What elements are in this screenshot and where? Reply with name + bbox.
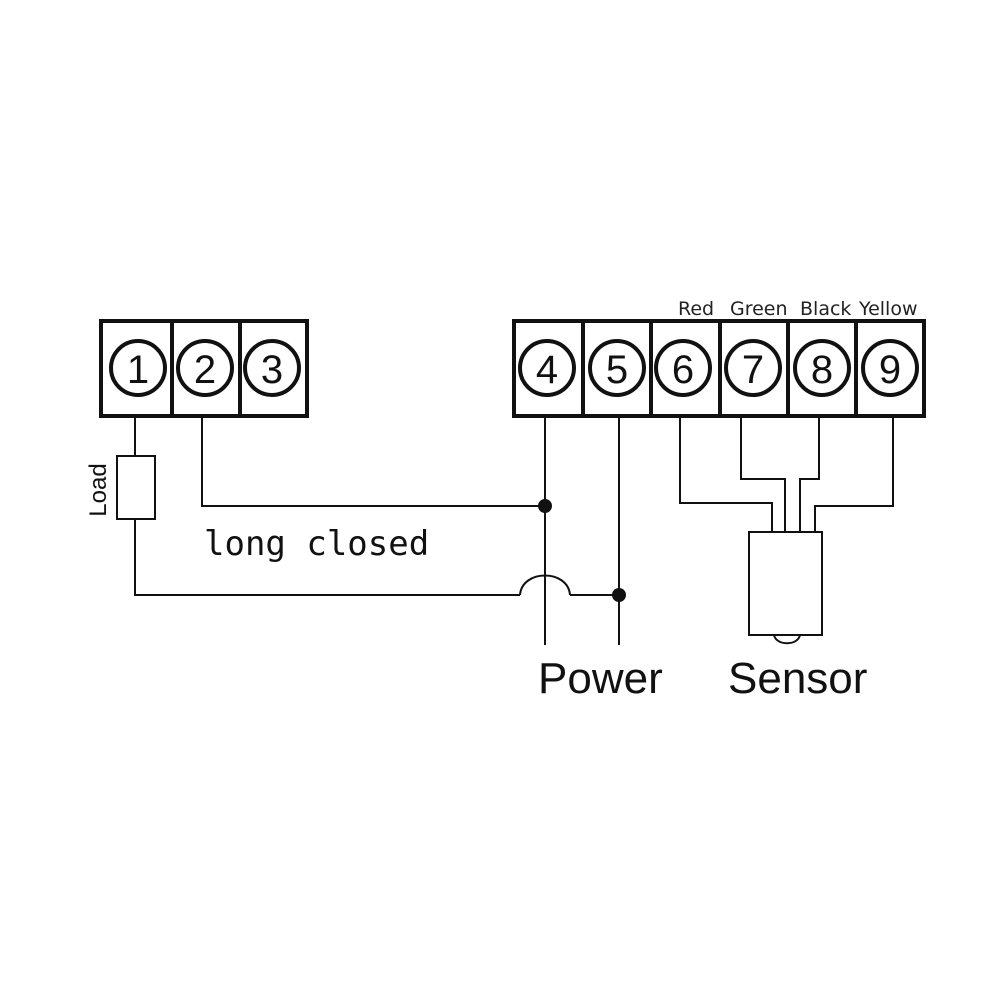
terminal-9: 9 — [861, 339, 919, 397]
sensor-wire-green — [740, 416, 786, 532]
terminal-9-label: 9 — [879, 348, 901, 392]
sensor-component — [748, 531, 823, 645]
wire-color-yellow: Yellow — [858, 298, 918, 320]
terminal-7-label: 7 — [742, 348, 764, 392]
terminal-6-label: 6 — [672, 348, 694, 392]
wire-load-to-bus — [134, 519, 520, 596]
junction-dot-lower — [612, 588, 626, 602]
power-label: Power — [538, 654, 663, 703]
junction-dot-upper — [538, 499, 552, 513]
load-label: Load — [85, 463, 112, 516]
wires — [134, 416, 894, 645]
terminal-2-label: 2 — [194, 348, 216, 392]
wire-terminal-2-to-terminal-4-line — [201, 416, 545, 507]
terminal-3-label: 3 — [261, 348, 283, 392]
sensor-wire-black — [799, 416, 820, 532]
terminal-4: 4 — [518, 339, 576, 397]
terminal-3: 3 — [243, 339, 301, 397]
contact-label: long closed — [204, 524, 429, 564]
terminal-1: 1 — [109, 339, 167, 397]
terminal-5-label: 5 — [606, 348, 628, 392]
sensor-wire-yellow — [814, 416, 894, 532]
right-terminal-block: 4 5 6 7 8 9 — [512, 319, 926, 418]
sensor-label: Sensor — [728, 654, 867, 703]
load-component: Load — [85, 455, 156, 520]
terminal-4-label: 4 — [536, 348, 558, 392]
sensor-probe-tip — [773, 634, 801, 645]
terminal-7: 7 — [724, 339, 782, 397]
terminal-8-label: 8 — [811, 348, 833, 392]
wire-color-black: Black — [800, 298, 851, 320]
wire-color-labels: Red Green Black Yellow — [678, 298, 918, 320]
terminal-1-label: 1 — [127, 348, 149, 392]
sensor-wire-red — [679, 416, 773, 532]
terminal-6: 6 — [654, 339, 712, 397]
wire-color-red: Red — [678, 298, 714, 320]
wire-color-green: Green — [730, 298, 788, 320]
terminal-8: 8 — [793, 339, 851, 397]
terminal-5: 5 — [588, 339, 646, 397]
terminal-2: 2 — [176, 339, 234, 397]
left-terminal-block: 1 2 3 — [99, 319, 309, 418]
